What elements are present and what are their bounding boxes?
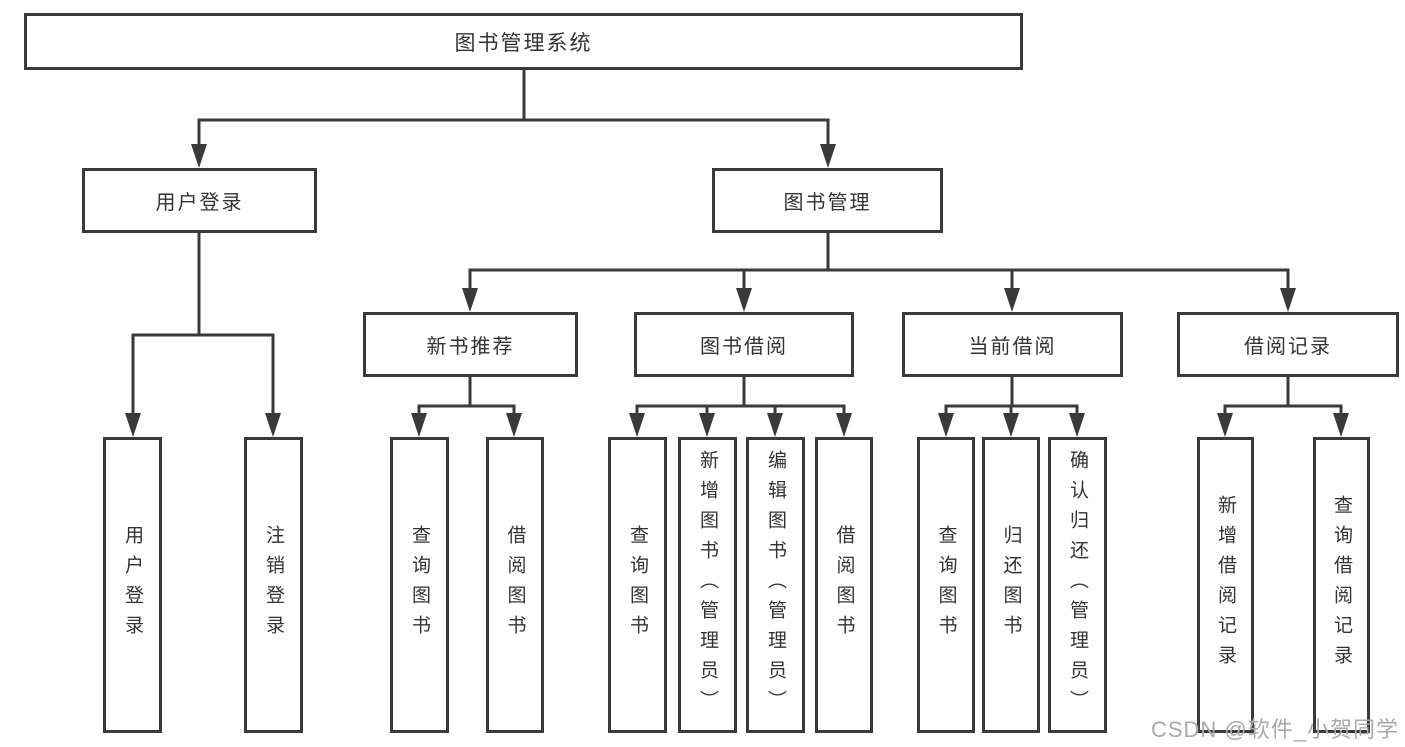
node-root-label: 图书管理系统 [454, 31, 593, 55]
leaf-current-query-label: 查询图书 [935, 525, 957, 645]
leaf-current-confirm-return: 确认归还（管理员） [1048, 437, 1107, 733]
leaf-current-confirm-return-label: 确认归还（管理员） [1067, 450, 1088, 720]
leaf-logout-label: 注销登录 [263, 525, 284, 645]
leaf-bookborrow-borrow: 借阅图书 [815, 437, 873, 733]
leaf-user-login-label: 用户登录 [122, 525, 143, 645]
leaf-record-add-label: 新增借阅记录 [1215, 495, 1236, 675]
node-book-management-label: 图书管理 [783, 192, 872, 214]
leaf-bookborrow-query: 查询图书 [608, 437, 667, 733]
leaf-current-return-label: 归还图书 [1000, 525, 1022, 645]
node-borrow-record-label: 借阅记录 [1244, 336, 1332, 358]
csdn-watermark: CSDN @软件_小贺同学 [1150, 717, 1399, 742]
node-new-book-recommend: 新书推荐 [363, 312, 578, 377]
leaf-bookborrow-edit: 编辑图书（管理员） [746, 437, 805, 733]
leaf-newbook-borrow-label: 借阅图书 [504, 525, 526, 645]
leaf-bookborrow-add-label: 新增图书（管理员） [697, 450, 718, 720]
arrowheads [125, 144, 1349, 437]
leaf-bookborrow-edit-label: 编辑图书（管理员） [765, 450, 786, 720]
leaf-newbook-borrow: 借阅图书 [486, 437, 544, 733]
node-borrow-record: 借阅记录 [1177, 312, 1399, 377]
node-root: 图书管理系统 [24, 13, 1023, 70]
node-book-borrow-label: 图书借阅 [700, 336, 788, 358]
leaf-user-login: 用户登录 [103, 437, 162, 733]
node-current-borrow-label: 当前借阅 [968, 336, 1057, 358]
node-user-login: 用户登录 [82, 168, 317, 233]
leaf-logout: 注销登录 [244, 437, 303, 733]
leaf-current-query: 查询图书 [917, 437, 975, 733]
leaf-bookborrow-borrow-label: 借阅图书 [833, 525, 855, 645]
node-current-borrow: 当前借阅 [902, 312, 1123, 377]
leaf-newbook-query-label: 查询图书 [409, 525, 430, 645]
node-book-borrow: 图书借阅 [634, 312, 854, 377]
leaf-current-return: 归还图书 [982, 437, 1040, 733]
leaf-bookborrow-query-label: 查询图书 [627, 525, 648, 645]
leaf-record-query-label: 查询借阅记录 [1331, 495, 1352, 675]
leaf-bookborrow-add: 新增图书（管理员） [678, 437, 737, 733]
node-book-management: 图书管理 [712, 168, 943, 233]
leaf-record-query: 查询借阅记录 [1313, 437, 1370, 733]
node-new-book-recommend-label: 新书推荐 [426, 336, 515, 358]
leaf-record-add: 新增借阅记录 [1197, 437, 1254, 733]
leaf-newbook-query: 查询图书 [390, 437, 449, 733]
node-user-login-label: 用户登录 [155, 192, 244, 214]
